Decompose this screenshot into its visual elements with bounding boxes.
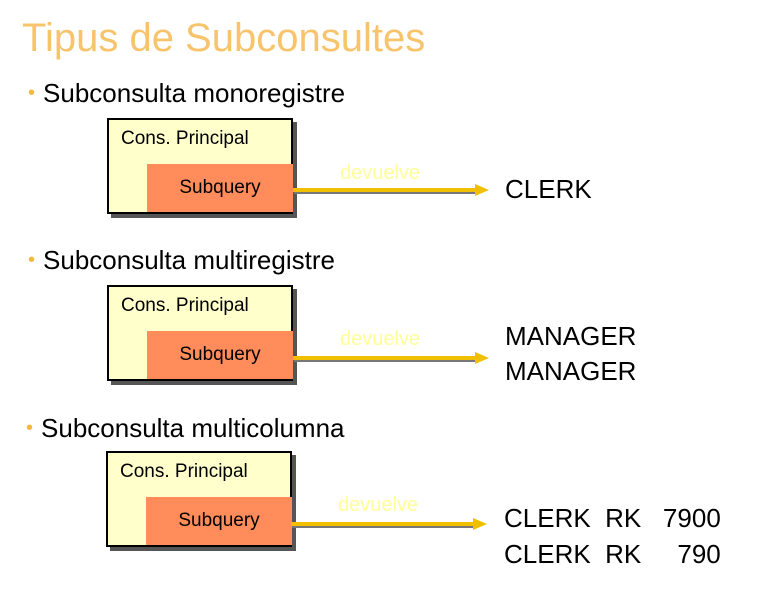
section-heading-label: Subconsulta multiregistre (43, 245, 335, 275)
result-value: MANAGER (505, 356, 637, 386)
arrow-label: devuelve (340, 162, 421, 184)
section-heading-monoregistre: • Subconsulta monoregistre (28, 80, 345, 106)
main-query-box: Cons. Principal Subquery (107, 118, 293, 214)
section-heading-multicolumna: • Subconsulta multicolumna (26, 415, 345, 441)
main-query-label: Cons. Principal (121, 128, 249, 149)
bullet-icon: • (28, 249, 36, 271)
subquery-box: Subquery (146, 497, 292, 545)
main-query-label: Cons. Principal (120, 461, 248, 482)
result-value: MANAGER (505, 321, 637, 351)
result-value: CLERK RK 7900 (504, 503, 721, 533)
subquery-label: Subquery (179, 344, 261, 365)
slide-title: Tipus de Subconsultes (22, 16, 426, 60)
subquery-label: Subquery (179, 177, 261, 198)
section-heading-multiregistre: • Subconsulta multiregistre (28, 247, 335, 273)
main-query-box: Cons. Principal Subquery (107, 285, 293, 381)
subquery-box: Subquery (147, 164, 293, 212)
main-query-box: Cons. Principal Subquery (106, 451, 292, 547)
main-query-label: Cons. Principal (121, 295, 249, 316)
subquery-label: Subquery (178, 510, 260, 531)
subquery-box: Subquery (147, 331, 293, 379)
arrow-label: devuelve (340, 328, 421, 350)
result-value: CLERK RK 790 (504, 539, 721, 569)
result-value: CLERK (505, 174, 592, 204)
bullet-icon: • (28, 82, 36, 104)
section-heading-label: Subconsulta multicolumna (41, 413, 345, 443)
bullet-icon: • (26, 417, 34, 439)
return-arrow (293, 184, 489, 196)
return-arrow (291, 518, 487, 530)
return-arrow (293, 352, 489, 364)
section-heading-label: Subconsulta monoregistre (43, 78, 346, 108)
arrow-label: devuelve (338, 494, 419, 516)
